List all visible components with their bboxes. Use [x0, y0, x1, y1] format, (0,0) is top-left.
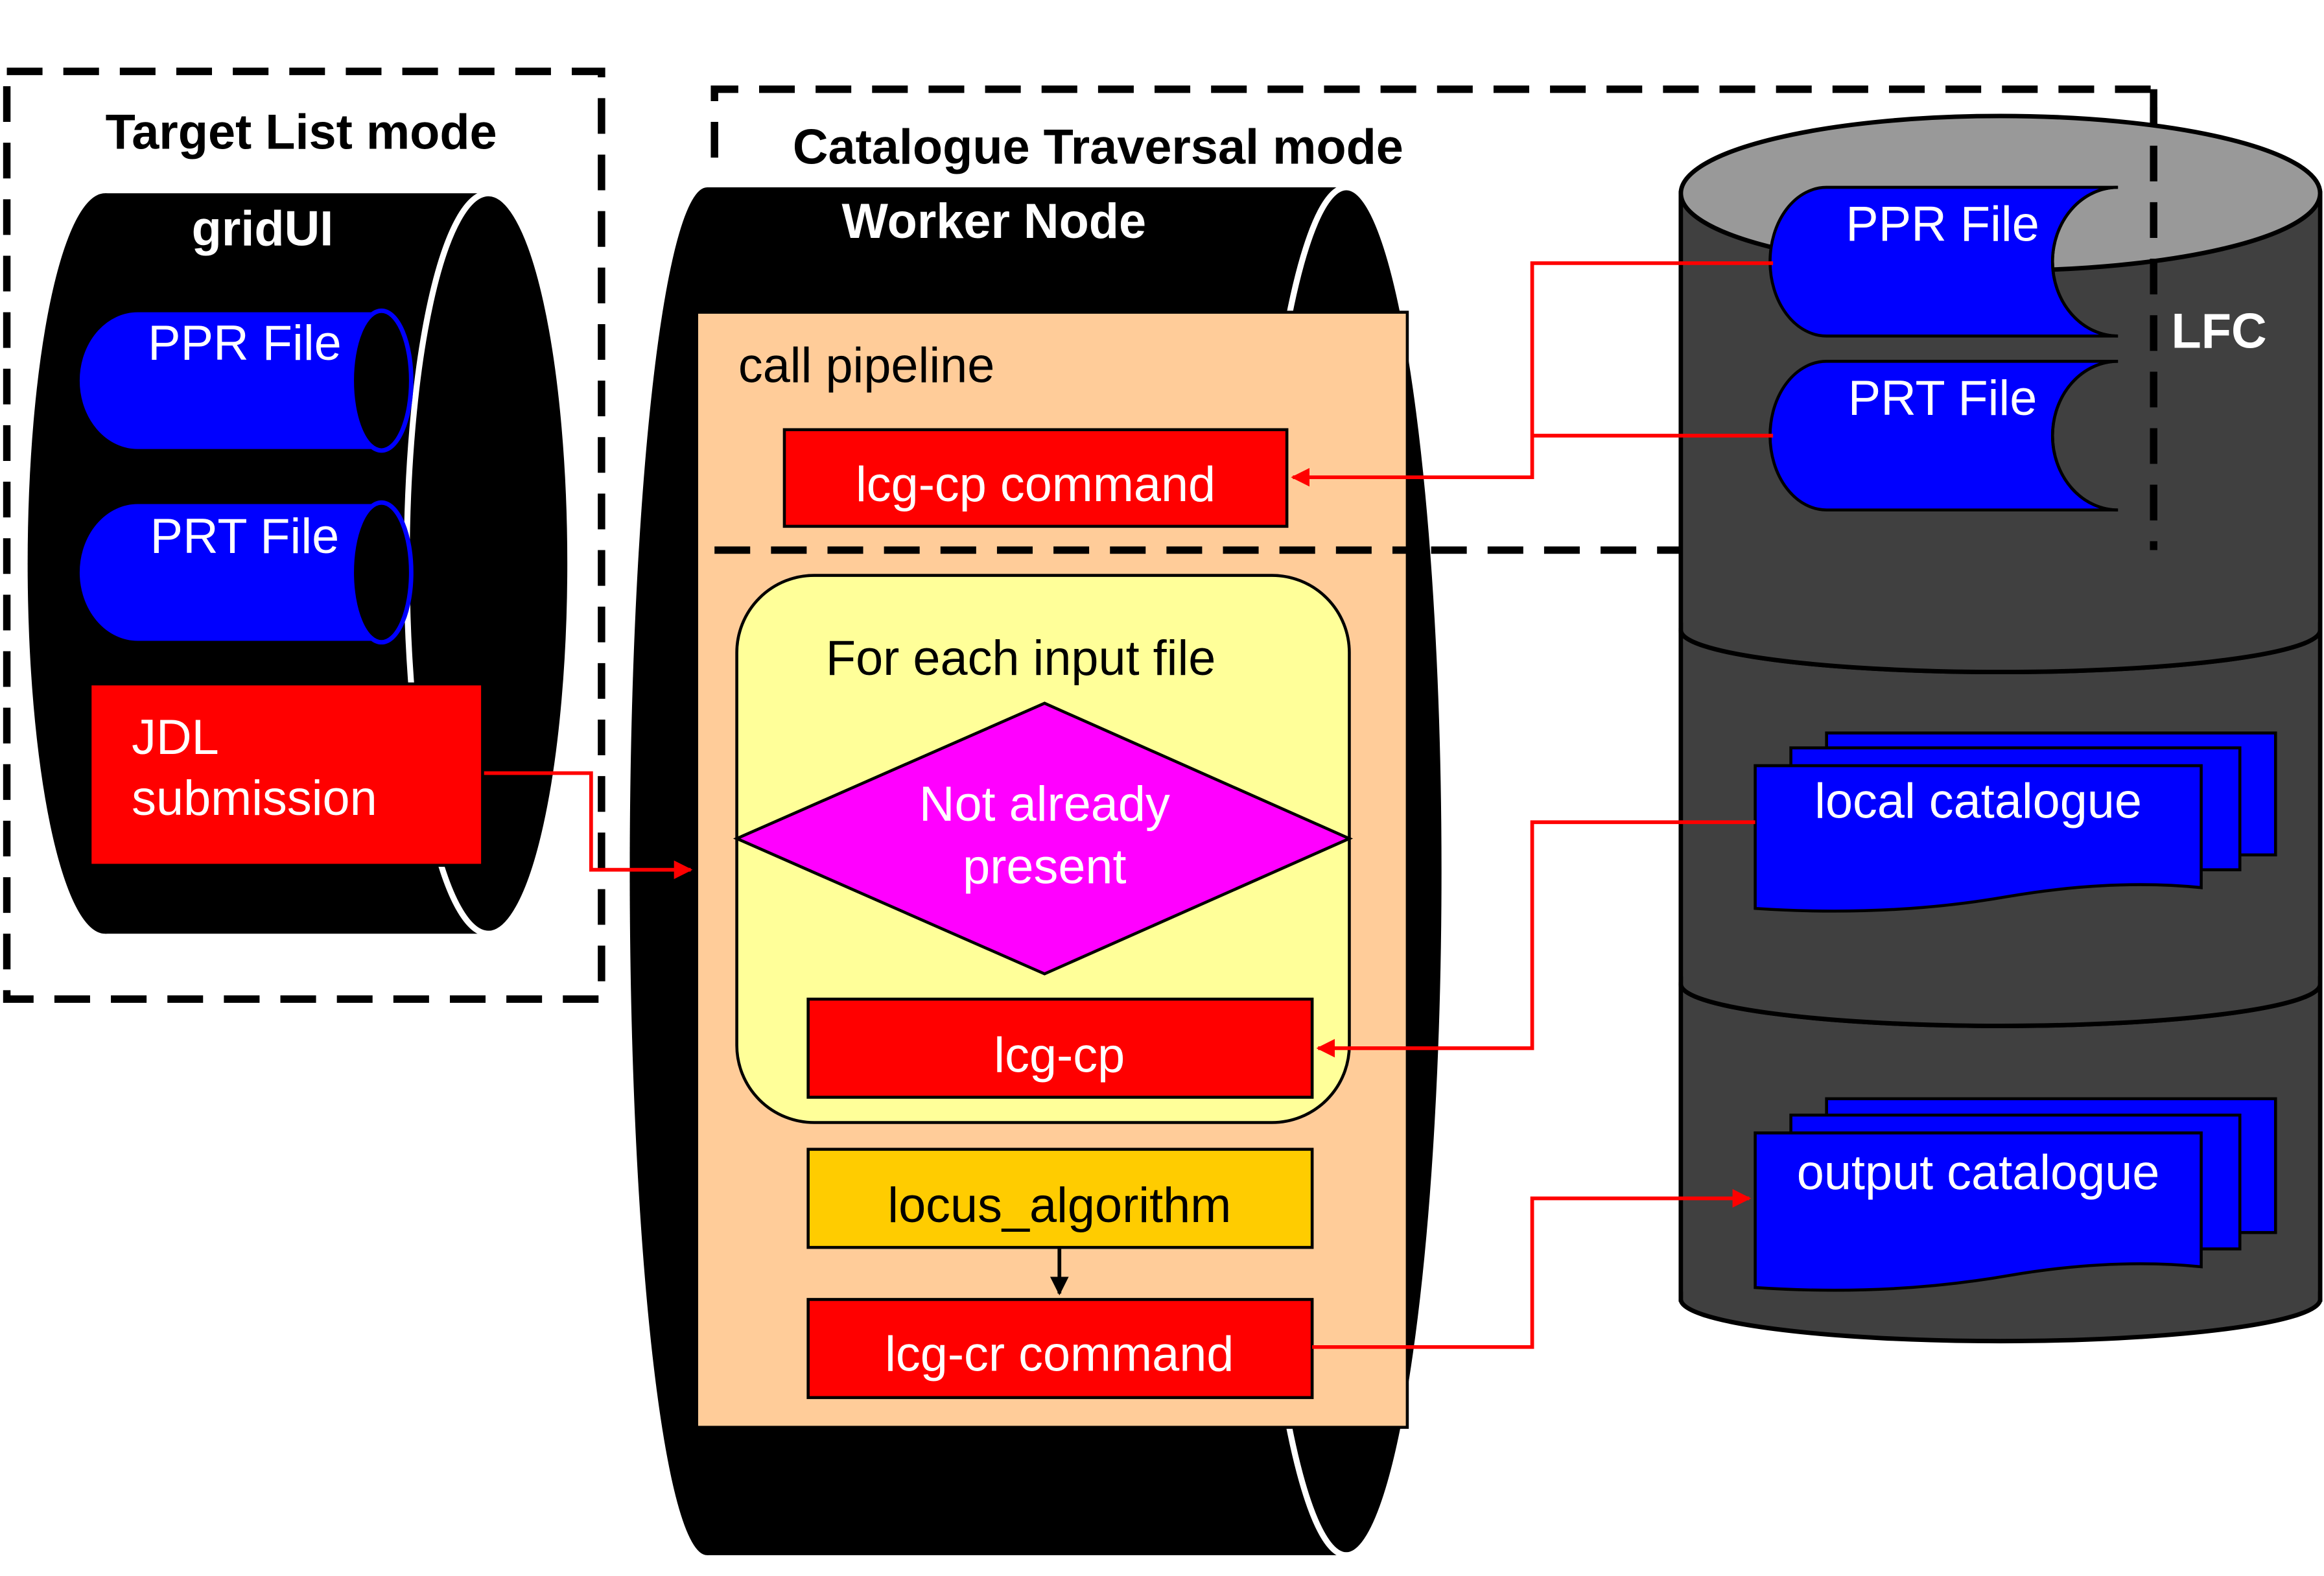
not-already-present-decision: [733, 701, 1354, 976]
gridui-prt-file: [76, 500, 414, 645]
lcg-cr-to-output-catalogue-arrow: [1312, 1189, 1752, 1349]
gridui-title: gridUI: [192, 201, 334, 256]
lcg-cp-command-box: [782, 428, 1289, 528]
for-each-label: For each input file: [826, 631, 1216, 686]
output-catalogue-label: output catalogue: [1797, 1146, 2160, 1201]
catalogue-traversal-mode-label: Catalogue Traversal mode: [793, 119, 1403, 174]
lcg-cp-label: lcg-cp: [994, 1028, 1125, 1083]
jdl-label-line1: JDL: [132, 710, 219, 765]
gridui-ppr-label: PPR File: [148, 316, 342, 371]
gridui-prt-label: PRT File: [150, 509, 340, 564]
call-pipeline-label: call pipeline: [738, 338, 994, 393]
lcg-cp-command-label: lcg-cp command: [856, 457, 1215, 512]
jdl-submission-box: [88, 682, 484, 867]
output-catalogue-document: [1754, 1097, 2277, 1292]
local-catalogue-label: local catalogue: [1814, 773, 2142, 829]
worker-node-title: Worker Node: [842, 194, 1147, 249]
decision-label-line1: Not already: [919, 777, 1170, 832]
local-catalogue-to-lcg-cp-arrow: [1316, 820, 1755, 1058]
target-list-mode-label: Target List mode: [106, 104, 497, 159]
decision-label-line2: present: [963, 839, 1126, 894]
locus-algorithm-box: [806, 1147, 1314, 1249]
target-list-mode-boundary: [3, 67, 605, 1003]
locus-algorithm-label: locus_algorithm: [887, 1178, 1231, 1233]
gridui-ppr-file: [76, 308, 414, 453]
local-catalogue-document: [1754, 731, 2277, 913]
ppr-to-lcg-cp-command-arrow: [1291, 261, 1774, 487]
lfc-ppr-file: [1768, 185, 2119, 338]
lcg-cp-box: [806, 997, 1314, 1099]
lcg-cr-command-label: lcg-cr command: [885, 1327, 1234, 1382]
lfc-ppr-label: PPR File: [1846, 197, 2039, 252]
lfc-prt-file: [1768, 360, 2119, 512]
lfc-prt-label: PRT File: [1848, 371, 2037, 426]
lfc-title: LFC: [2172, 304, 2267, 359]
jdl-label-line2: submission: [132, 771, 377, 826]
jdl-to-worker-arrow: [484, 771, 693, 879]
